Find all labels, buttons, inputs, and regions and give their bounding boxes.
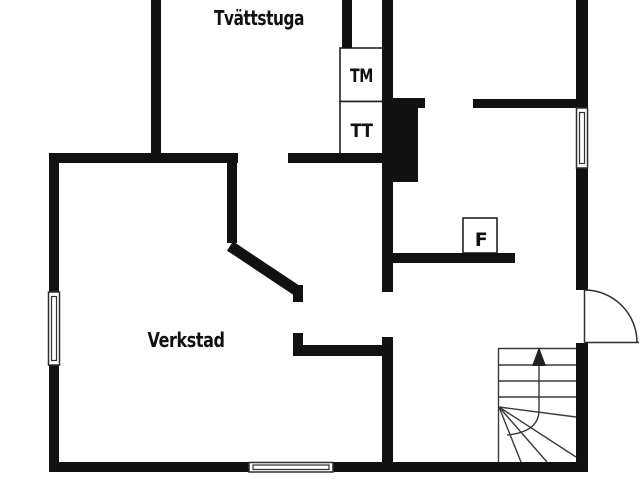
laundry-room-label: Tvättstuga <box>214 6 304 30</box>
diagonal-wall <box>226 241 303 297</box>
diagonal-wall-end-stub <box>293 285 303 302</box>
stair-winder-tread <box>498 406 577 418</box>
right-wall-window <box>575 107 589 169</box>
stair-walk-line <box>506 364 540 436</box>
laundry-left-wall <box>151 0 161 163</box>
chimney-flange <box>418 98 425 108</box>
right-exterior-wall-lower <box>576 343 588 472</box>
door-swing-arc <box>584 289 638 343</box>
stair-up-arrow-icon <box>532 347 546 366</box>
entry-door <box>583 289 639 344</box>
bottom-wall-window <box>248 461 334 473</box>
workshop-top-wall <box>49 153 238 163</box>
laundry-bottom-wall <box>288 153 382 163</box>
stair-winder-tread <box>498 406 548 463</box>
right-exterior-wall-upper <box>576 0 588 108</box>
workshop-right-wall <box>227 163 237 243</box>
upper-right-room-wall <box>473 99 576 108</box>
stair-winder-tread <box>498 406 577 458</box>
staircase <box>497 347 577 463</box>
washing-machine-box <box>339 47 384 103</box>
right-exterior-wall-middle <box>576 168 588 290</box>
freezer-wall <box>382 253 515 263</box>
workshop-room-label: Verkstad <box>148 328 225 352</box>
left-wall-window <box>47 291 61 366</box>
freezer-label: F <box>475 229 487 251</box>
chimney-block <box>383 98 418 182</box>
dryer-label: TT <box>351 120 373 142</box>
central-wall-lower <box>382 337 393 467</box>
hall-wall-stub <box>293 333 303 345</box>
shaft-wall <box>342 0 352 48</box>
hall-bottom-wall <box>293 345 393 356</box>
washing-machine-label: TM <box>350 65 373 87</box>
